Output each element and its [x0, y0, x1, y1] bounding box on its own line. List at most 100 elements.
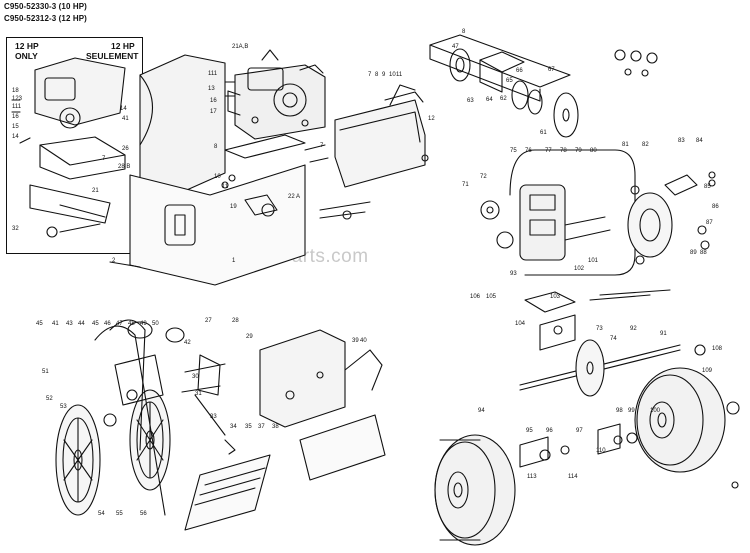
wheel-hardware [519, 423, 638, 468]
part-number-label: 43 [66, 321, 73, 327]
part-number-label: 47 [116, 321, 123, 327]
part-number-label: 77 [545, 148, 552, 154]
part-number-label: 104 [515, 321, 526, 327]
part-number-label: 114 [568, 474, 578, 480]
clutch-cover [334, 84, 429, 188]
part-number-label: 41 [122, 116, 129, 122]
part-number-label: 52 [46, 396, 53, 402]
belt-drive-assembly [55, 319, 226, 516]
part-number-label: 18 [12, 88, 19, 94]
part-number-label: 62 [500, 96, 507, 102]
part-number-label: 55 [116, 511, 123, 517]
part-number-label: 111 [12, 104, 22, 110]
part-number-label: 80 [590, 148, 597, 154]
part-number-label: 71 [462, 182, 469, 188]
part-number-label: 30 [192, 374, 199, 380]
part-number-label: 41 [52, 321, 59, 327]
part-number-label: 14 [120, 106, 127, 112]
part-number-label: 37 [258, 424, 265, 430]
part-number-label: 50 [152, 321, 159, 327]
part-number-label: 11 [222, 184, 229, 190]
part-number-label: 56 [140, 511, 147, 517]
part-number-label: 113 [527, 474, 537, 480]
frame-plate [184, 329, 386, 531]
part-number-label: 16 [210, 98, 217, 104]
part-number-label: 7 [102, 156, 106, 162]
part-number-label: 53 [60, 404, 67, 410]
part-number-label: 40 [360, 338, 367, 344]
part-number-label: 63 [467, 98, 474, 104]
right-wheel [634, 367, 740, 489]
part-number-label: 15 [12, 124, 19, 130]
part-number-label: 64 [486, 97, 493, 103]
part-number-label: 10 [389, 72, 396, 78]
part-number-label: 27 [205, 318, 212, 324]
part-number-label: 21 [92, 188, 99, 194]
part-number-label: 84 [696, 138, 703, 144]
part-number-label: 45 [92, 321, 99, 327]
part-number-label: 51 [42, 369, 49, 375]
engine-assembly [214, 49, 326, 140]
auger-housing [109, 54, 371, 286]
inset-engine-mount [11, 57, 126, 238]
part-number-label: 102 [574, 266, 585, 272]
part-number-label: 91 [660, 331, 667, 337]
part-number-label: 28 [232, 318, 239, 324]
part-number-label: 83 [678, 138, 685, 144]
transmission-assembly [480, 149, 716, 351]
part-number-label: 76 [525, 148, 532, 154]
part-number-label: 34 [230, 424, 237, 430]
inset-label-12hp-left: 12 HP [15, 41, 39, 51]
part-number-label: 85 [704, 184, 711, 190]
part-number-label: 92 [630, 326, 637, 332]
part-number-label: 29 [246, 334, 253, 340]
part-number-label: 106 [470, 294, 481, 300]
part-number-label: 2 [112, 258, 116, 264]
part-number-label: 105 [486, 294, 497, 300]
part-number-label: 39 [352, 338, 359, 344]
part-number-label: 38 [272, 424, 279, 430]
part-number-label: 8 [214, 144, 218, 150]
left-wheel [434, 434, 516, 546]
part-number-label: 8 [462, 29, 466, 35]
part-number-label: 35 [245, 424, 252, 430]
part-number-label: 17 [210, 109, 217, 115]
part-number-label: 96 [546, 428, 553, 434]
part-number-label: 123 [12, 96, 23, 102]
part-number-label: 11 [396, 72, 403, 78]
part-number-label: 19 [230, 204, 237, 210]
part-number-label: 89 [690, 250, 697, 256]
part-number-label: 111 [208, 71, 218, 77]
part-number-label: 67 [548, 67, 555, 73]
part-number-label: 73 [596, 326, 603, 332]
part-number-label: 101 [588, 258, 599, 264]
part-number-label: 8 [375, 72, 379, 78]
part-number-label: 46 [104, 321, 111, 327]
part-number-label: 72 [480, 174, 487, 180]
part-number-label: 108 [712, 346, 723, 352]
auger-bearing-assembly [429, 34, 658, 138]
part-number-label: 75 [510, 148, 517, 154]
part-number-label: 49 [140, 321, 147, 327]
part-number-label: 82 [642, 142, 649, 148]
part-number-label: 110 [596, 448, 606, 454]
part-number-label: 28 B [118, 164, 130, 170]
inset-label-12hp-right: 12 HP [111, 41, 135, 51]
part-number-label: 74 [610, 336, 617, 342]
part-number-label: 1 [232, 258, 236, 264]
part-number-label: 47 [452, 44, 459, 50]
part-number-label: 7 [320, 143, 324, 149]
part-number-label: 88 [700, 250, 707, 256]
part-number-label: 22 A [288, 194, 300, 200]
part-number-label: 66 [516, 68, 523, 74]
part-number-label: 97 [576, 428, 583, 434]
part-number-label: 109 [702, 368, 713, 374]
part-number-label: 14 [12, 134, 19, 140]
part-number-label: 78 [560, 148, 567, 154]
model-number-12hp: C950-52312-3 (12 HP) [4, 14, 87, 23]
part-number-label: 81 [622, 142, 629, 148]
part-number-label: 93 [510, 271, 517, 277]
part-number-label: 42 [184, 340, 191, 346]
